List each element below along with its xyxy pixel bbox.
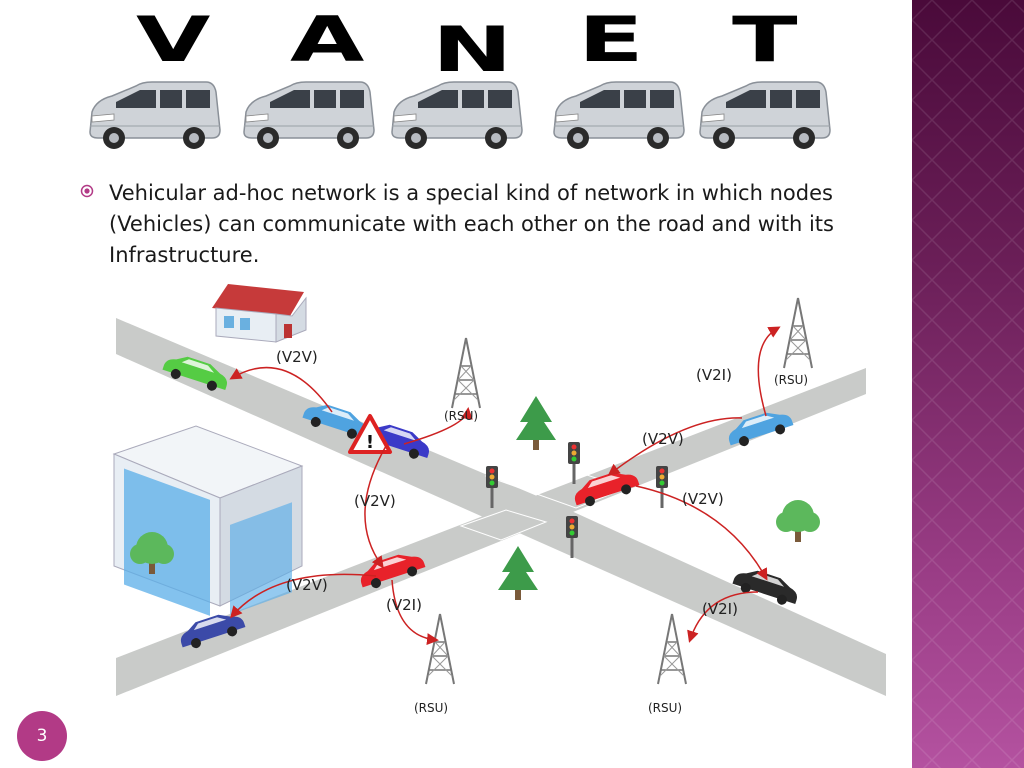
title-letter-v: V — [136, 3, 211, 76]
van-image-5 — [699, 81, 831, 150]
van-image-2 — [243, 81, 375, 150]
rsu-tower-icon-top-right — [783, 297, 813, 369]
label-v2v-right-upper: (V2V) — [642, 430, 684, 448]
rsu-tower-icon-center — [451, 337, 481, 409]
bullet-text: Vehicular ad-hoc network is a special ki… — [109, 181, 834, 267]
bush-icon-right — [776, 500, 820, 542]
van-image-4 — [553, 81, 685, 150]
title-letter-n: N — [432, 13, 513, 86]
rsu-tower-icon-bottom-right — [657, 613, 687, 685]
arrow-v2i-bottom-right — [687, 591, 759, 643]
label-v2v-left: (V2V) — [354, 492, 396, 510]
intersection-crosswalk-lower — [459, 509, 548, 541]
label-rsu-bottom-left: (RSU) — [414, 701, 448, 715]
arrow-v2i-center — [403, 407, 473, 445]
circle-bullet-icon — [80, 184, 94, 198]
arrow-v2v-bottom-left — [230, 573, 377, 619]
label-rsu-center: (RSU) — [444, 409, 478, 423]
road-diagonal-cross — [116, 368, 866, 696]
warning-sign-icon: ! — [348, 414, 392, 454]
label-v2i-bottom-right: (V2I) — [702, 600, 738, 618]
page-number-badge: 3 — [17, 711, 67, 761]
title-letter-t: T — [732, 3, 798, 76]
arrow-v2v-right-upper — [607, 417, 743, 476]
tree-icon-center — [516, 396, 556, 450]
van-image-1 — [89, 81, 221, 150]
arrow-v2i-top-right — [757, 326, 781, 417]
arrow-v2v-right-lower — [635, 485, 768, 581]
label-rsu-top-right: (RSU) — [774, 373, 808, 387]
title-letter-e: E — [578, 3, 644, 76]
svg-text:!: ! — [366, 432, 374, 453]
diamond-pattern — [912, 0, 1024, 768]
label-v2i-top-right: (V2I) — [696, 366, 732, 384]
label-v2v-top: (V2V) — [276, 348, 318, 366]
rsu-tower-icon-bottom-left — [425, 613, 455, 685]
van-image-3 — [391, 81, 523, 150]
traffic-light-icon-2 — [568, 442, 580, 484]
label-v2i-bottom-left: (V2I) — [386, 596, 422, 614]
label-v2v-right-lower: (V2V) — [682, 490, 724, 508]
title-letter-a: A — [290, 3, 365, 76]
tree-icon-lower — [498, 546, 538, 600]
traffic-light-icon-3 — [656, 466, 668, 508]
label-rsu-bottom-right: (RSU) — [648, 701, 682, 715]
van-row — [89, 81, 831, 150]
arrow-v2v-top — [229, 366, 333, 413]
title-vanet: V A N E T — [120, 3, 820, 82]
communication-arrows — [229, 326, 781, 646]
label-v2v-bottom-left: (V2V) — [286, 576, 328, 594]
side-decorative-band — [912, 0, 1024, 768]
house-icon — [212, 284, 307, 343]
arrow-v2i-bottom-left — [391, 579, 439, 646]
office-building-icon — [112, 425, 304, 616]
vanet-diagram: ! (V2V) (V2V) (V2V) (V2V) (V2V) (V2I) (V… — [112, 284, 886, 715]
arrow-v2v-left — [364, 445, 387, 569]
